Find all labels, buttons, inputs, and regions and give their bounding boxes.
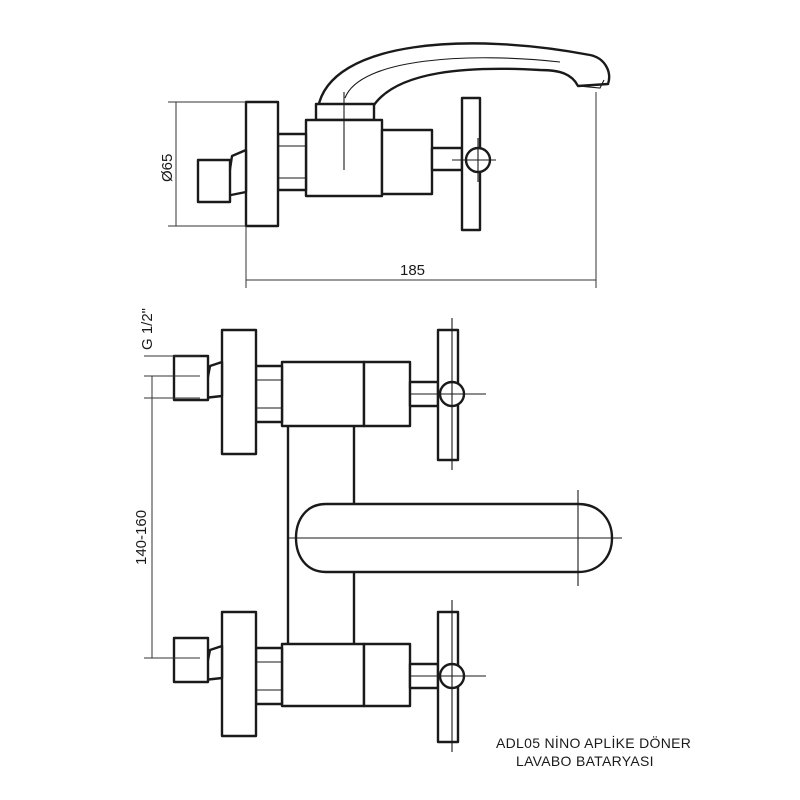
top-hex-nut [276, 132, 308, 192]
front-upper-cartridge [362, 360, 412, 428]
front-lower-hex-nut [254, 646, 284, 706]
top-spout [316, 42, 611, 110]
front-lower-body [280, 642, 366, 708]
front-lower-cartridge [362, 642, 412, 708]
width-label: 185 [400, 262, 425, 279]
top-spout-collar [314, 102, 376, 122]
front-lower-wall-flange [220, 610, 258, 738]
front-upper-body [280, 360, 366, 428]
diameter-label: Ø65 [159, 154, 176, 182]
front-view [144, 318, 622, 752]
front-upper-wall-flange [220, 328, 258, 456]
front-upper-inlet [172, 354, 210, 402]
top-wall-flange [244, 100, 280, 228]
top-view [168, 42, 611, 288]
front-upper-hex-nut [254, 364, 284, 424]
front-lower-inlet [172, 636, 210, 684]
top-cartridge [380, 128, 434, 196]
spacing-label: 140-160 [133, 510, 150, 565]
top-inlet-pipe [196, 158, 232, 204]
thread-label: G 1/2" [139, 308, 156, 350]
caption-line-2: LAVABO BATARYASI [516, 753, 654, 769]
caption-line-1: ADL05 NİNO APLİKE DÖNER [496, 735, 692, 751]
